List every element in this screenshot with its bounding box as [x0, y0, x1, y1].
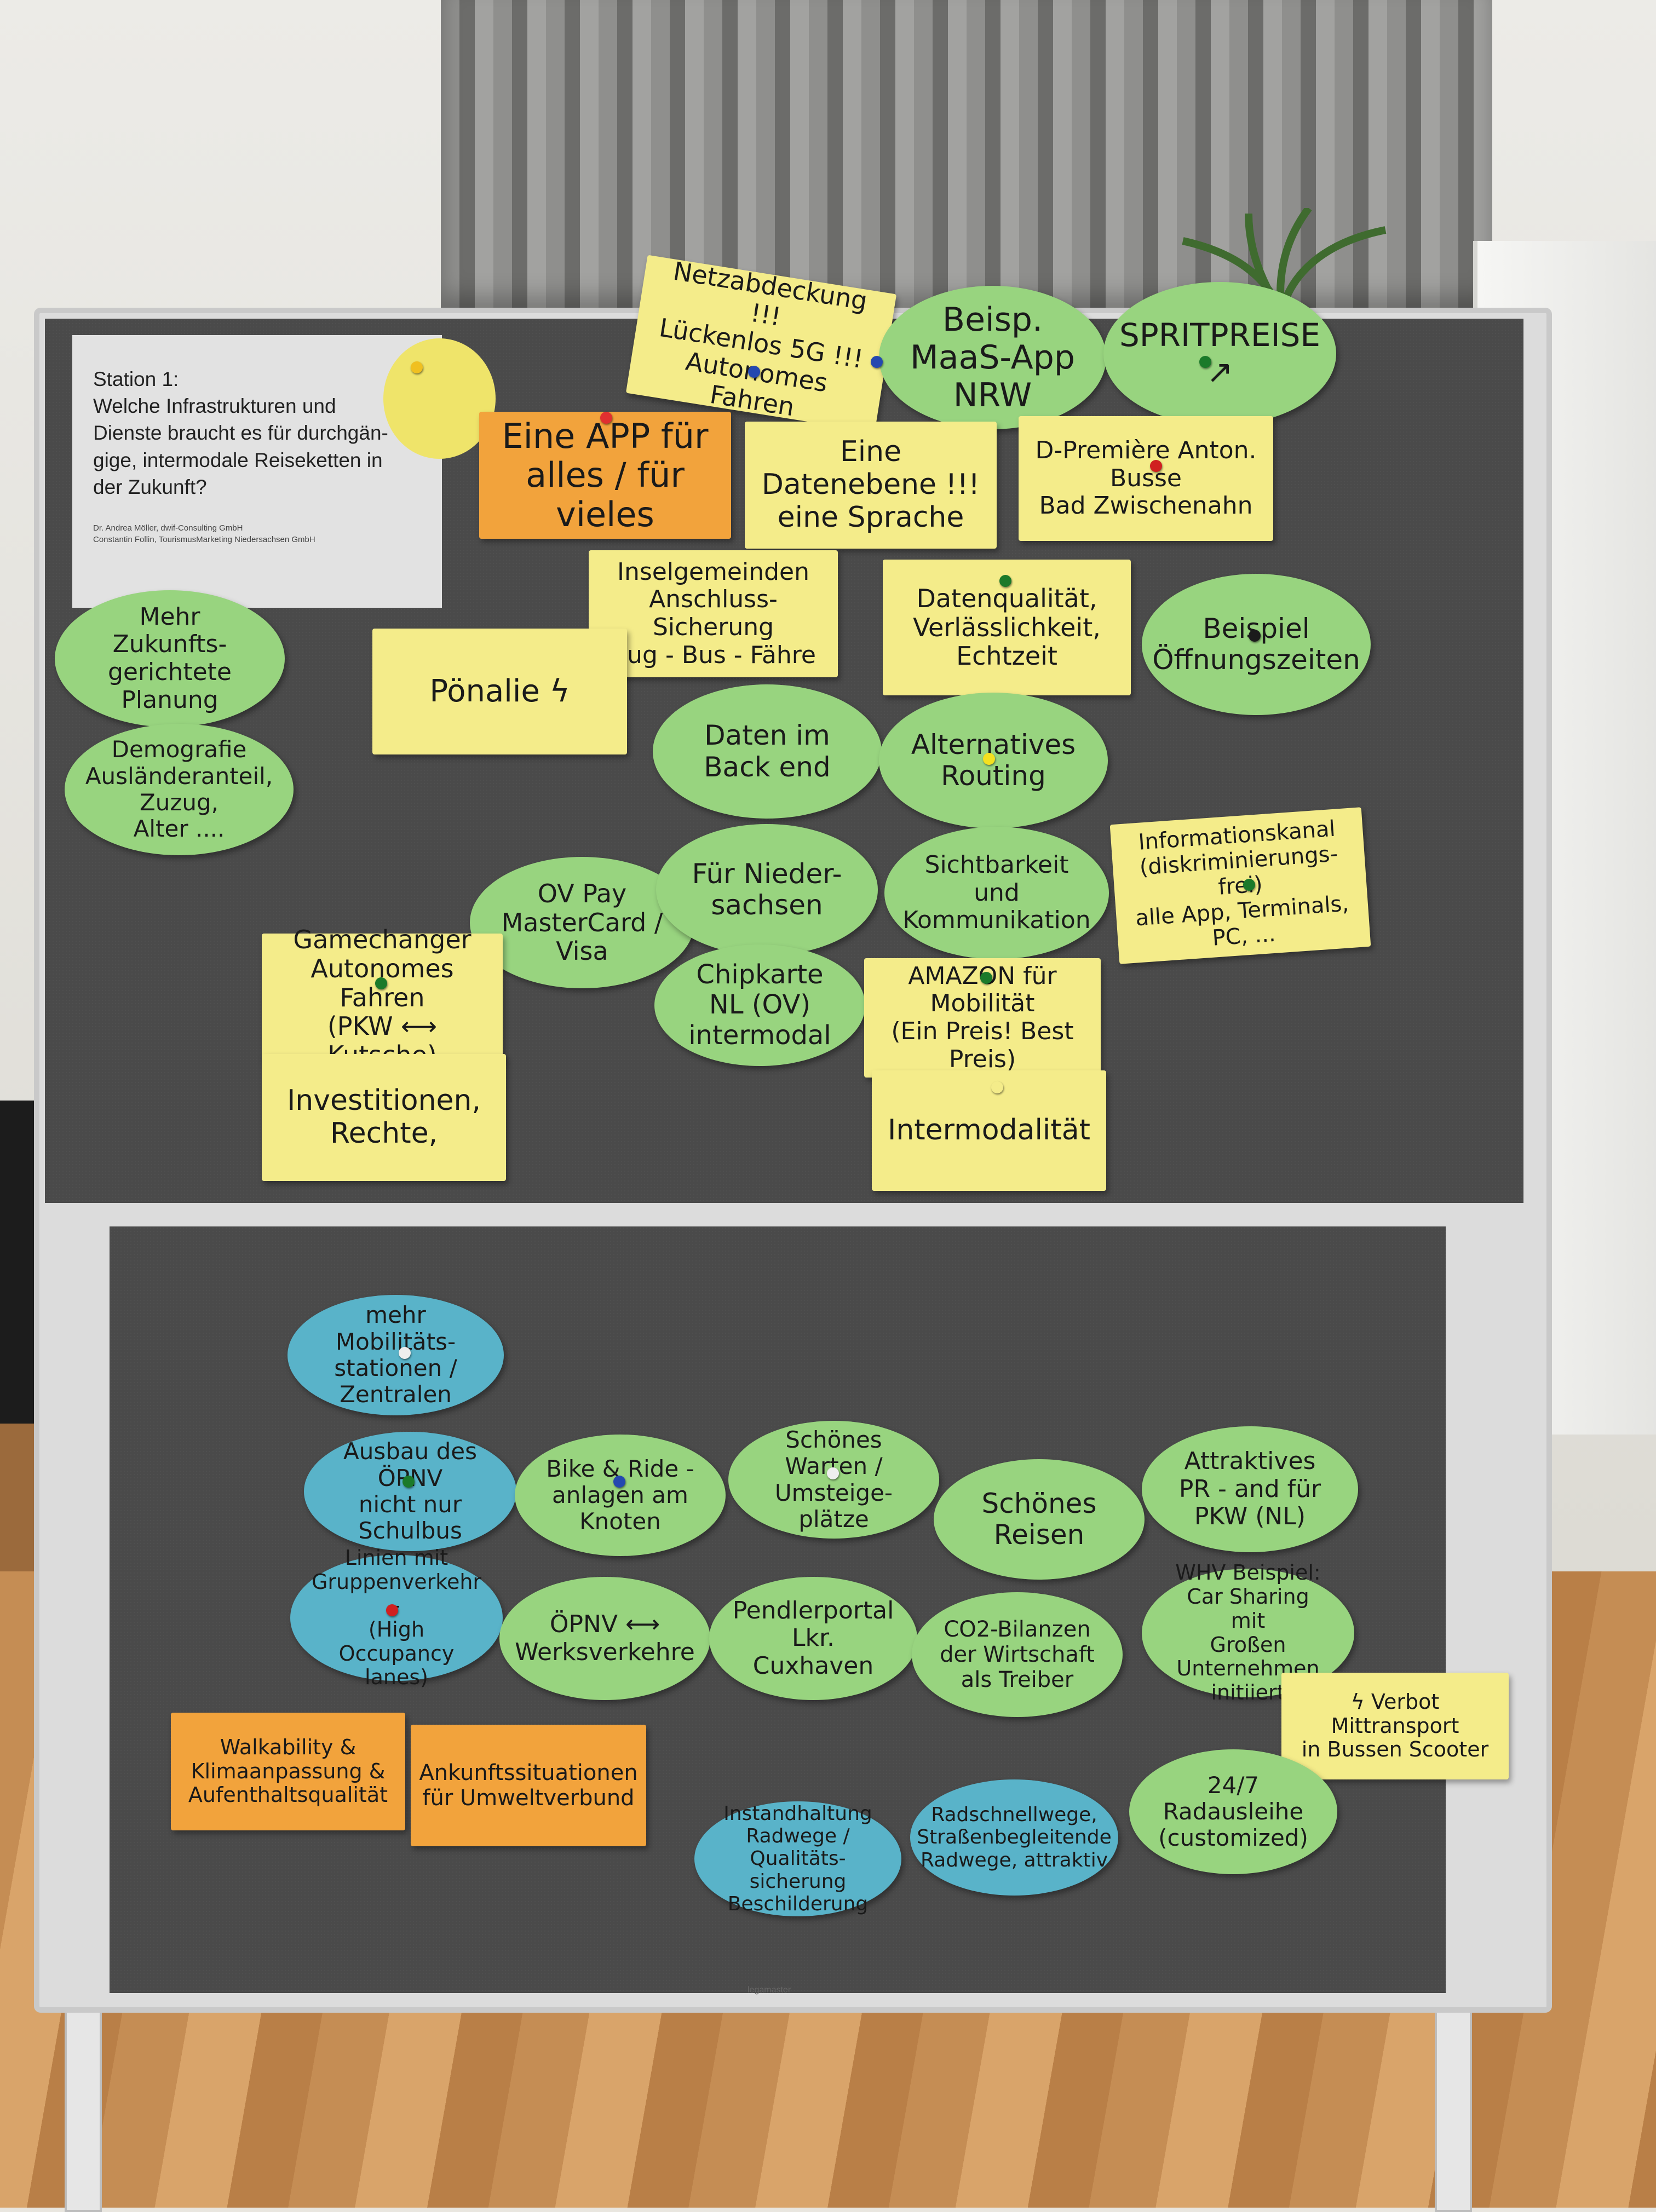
pin-icon: [871, 356, 883, 368]
pin-icon: [600, 412, 612, 424]
note-fuer-niedersachsen: Für Nieder- sachsen: [656, 824, 878, 955]
note-spritpreise: SPRITPREISE ↗: [1103, 282, 1336, 425]
note-intermodalitaet: Intermodalität: [872, 1070, 1106, 1191]
note-oepnv-werks: ÖPNV ⟷ Werksverkehre: [499, 1577, 710, 1700]
note-radausleihe: 24/7 Radausleihe (customized): [1129, 1749, 1337, 1874]
note-daten-backend: Daten im Back end: [653, 684, 882, 819]
note-chipkarte: Chipkarte NL (OV) intermodal: [654, 944, 865, 1066]
note-ankunftssituationen: Ankunftssituationen für Umweltverbund: [411, 1725, 646, 1846]
note-sichtbarkeit: Sichtbarkeit und Kommunikation: [884, 827, 1109, 959]
pin-icon: [1249, 630, 1261, 642]
pin-icon: [403, 1476, 415, 1488]
note-radschnellwege: Radschnellwege, Straßenbegleitende Radwe…: [910, 1779, 1118, 1896]
note-poenalie: Pönalie ϟ: [372, 629, 627, 754]
station-title: Station 1: Welche Infrastrukturen und Di…: [93, 368, 388, 498]
pin-icon: [980, 972, 992, 984]
note-schoenes-warten: Schönes Warten / Umsteige- plätze: [728, 1421, 939, 1539]
yellow-dot-card: [383, 338, 496, 459]
pin-icon: [411, 361, 423, 373]
pin-icon: [827, 1467, 839, 1479]
pin-icon: [1199, 356, 1211, 368]
note-linien-gruppen: Linien mit Gruppenverkehr - (High Occupa…: [290, 1546, 503, 1689]
station-header-card: Station 1: Welche Infrastrukturen und Di…: [72, 335, 442, 608]
pin-icon: [386, 1604, 398, 1616]
pin-icon: [1243, 879, 1255, 891]
note-eine-app: Eine APP für alles / für vieles: [479, 412, 731, 539]
pin-icon: [1150, 460, 1162, 472]
note-mobilitaetsstationen: mehr Mobilitäts- stationen / Zentralen: [288, 1295, 504, 1415]
note-demografie: Demografie Ausländeranteil, Zuzug, Alter…: [65, 724, 294, 855]
note-gamechanger: Gamechanger Autonomes Fahren (PKW ⟷ Kuts…: [262, 925, 503, 1070]
pin-icon: [375, 977, 387, 989]
note-attraktives-pr: Attraktives PR - and für PKW (NL): [1142, 1426, 1358, 1552]
note-datenebene: Eine Datenebene !!! eine Sprache: [745, 422, 997, 549]
note-schoenes-reisen: Schönes Reisen: [934, 1459, 1145, 1580]
note-ausbau-oepnv: Ausbau des ÖPNV nicht nur Schulbus: [304, 1432, 516, 1551]
note-instandhaltung: Instandhaltung Radwege / Qualitäts- sich…: [694, 1801, 901, 1916]
note-co2-bilanzen: CO2-Bilanzen der Wirtschaft als Treiber: [912, 1592, 1123, 1717]
note-d-premiere: D-Première Anton. Busse Bad Zwischenahn: [1019, 416, 1273, 541]
board-brand: legamaster: [748, 1985, 791, 1995]
note-maas-app: Beisp. MaaS-App NRW: [879, 286, 1106, 429]
note-verbot-mittransport: ϟ Verbot Mittransport in Bussen Scooter: [1281, 1673, 1509, 1779]
pin-icon: [613, 1476, 625, 1488]
note-investitionen: Investitionen, Rechte,: [262, 1054, 506, 1181]
pin-icon: [999, 575, 1011, 587]
pin-icon: [399, 1347, 411, 1359]
note-whv-beispiel: WHV Beispiel: Car Sharing mit Großen Unt…: [1142, 1561, 1354, 1704]
pin-icon: [748, 366, 760, 378]
note-pendlerportal: Pendlerportal Lkr. Cuxhaven: [709, 1577, 917, 1700]
station-credits: Dr. Andrea Möller, dwif-Consulting GmbH …: [93, 523, 315, 545]
note-beispiel-oeffnung: Beispiel Öffnungszeiten: [1142, 574, 1371, 715]
note-informationskanal: Informationskanal (diskriminierungs-frei…: [1109, 807, 1371, 964]
plant: [1182, 208, 1387, 312]
note-mehr-zukunft: Mehr Zukunfts- gerichtete Planung: [55, 590, 285, 727]
pin-icon: [983, 753, 995, 765]
note-bike-ride: Bike & Ride - anlagen am Knoten: [515, 1435, 726, 1556]
note-walkability: Walkability & Klimaanpassung & Aufenthal…: [171, 1713, 405, 1830]
pin-icon: [991, 1081, 1003, 1093]
